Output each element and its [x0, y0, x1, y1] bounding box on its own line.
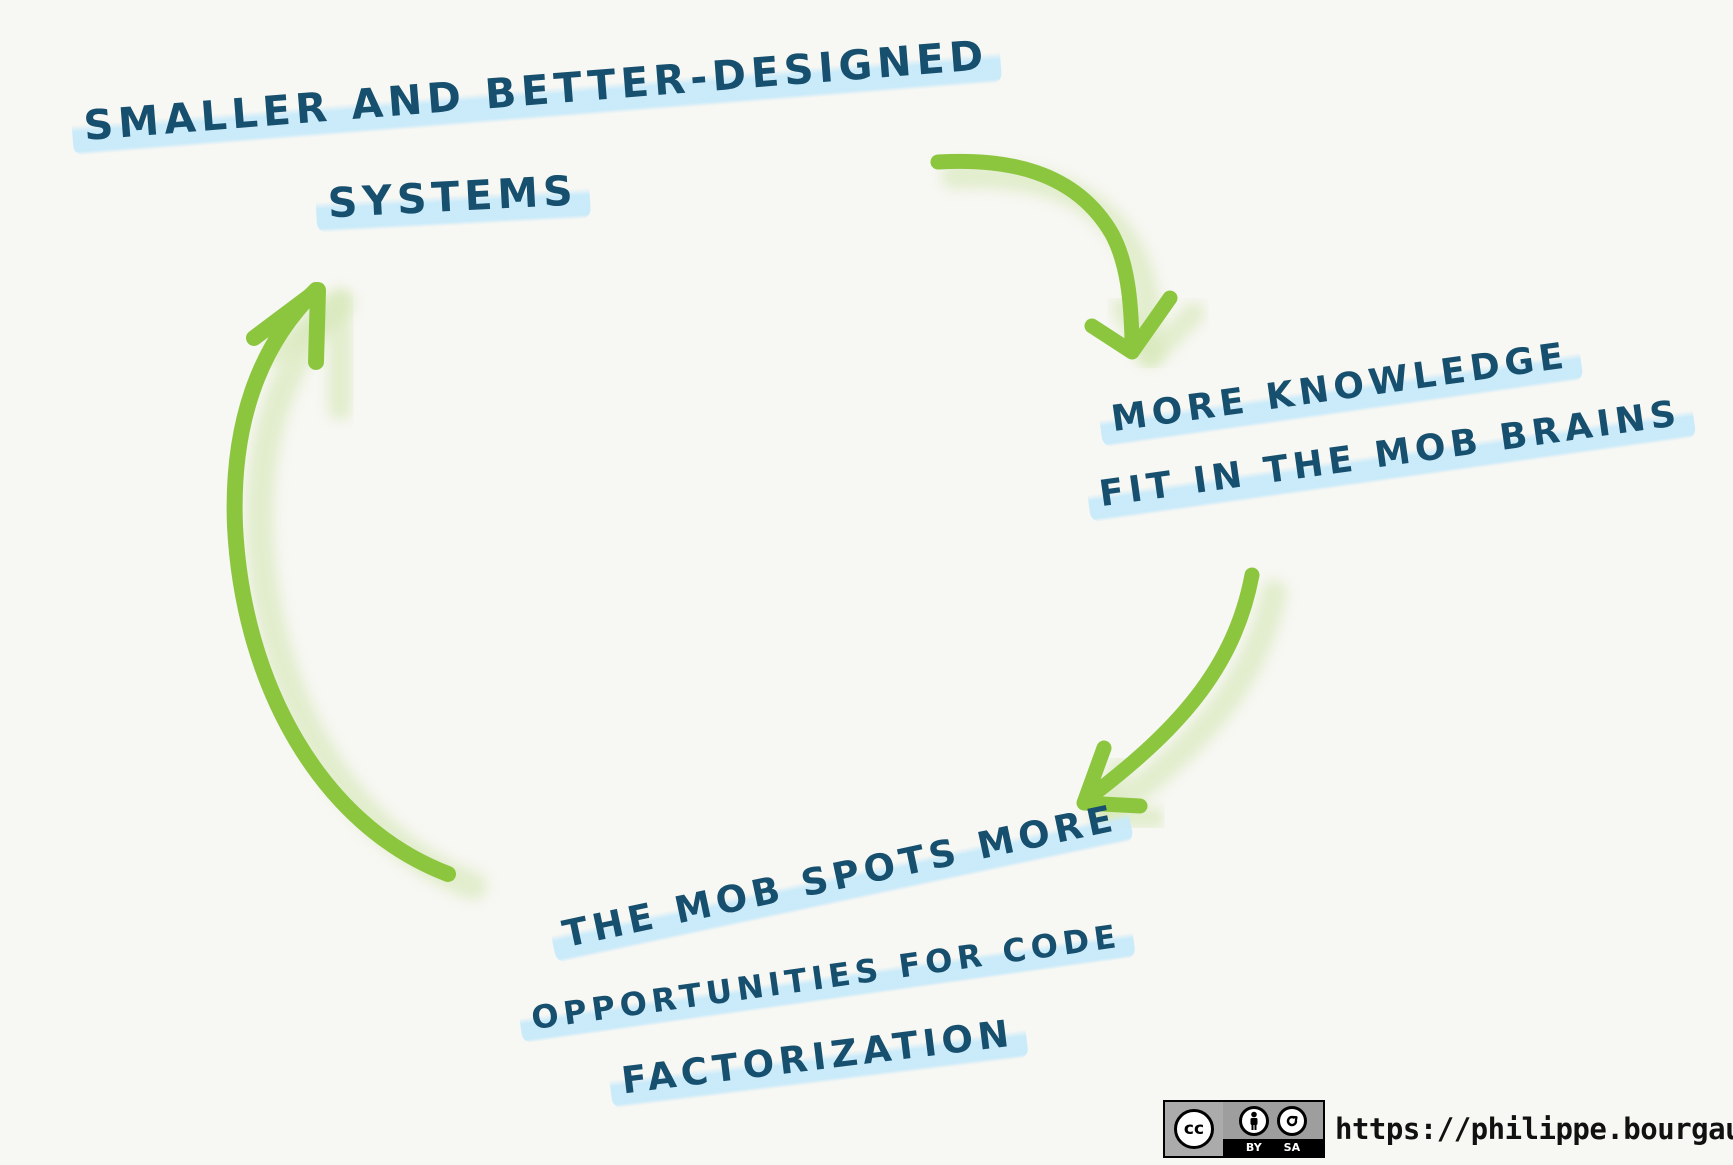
- cc-badge-right: BY SA: [1223, 1102, 1323, 1156]
- by-label: BY: [1245, 1141, 1262, 1154]
- person-icon-glyph: [1250, 1111, 1258, 1130]
- person-icon: [1239, 1106, 1269, 1136]
- cc-badge-left: cc: [1165, 1102, 1223, 1156]
- cc-badge-label-strip: BY SA: [1223, 1139, 1323, 1156]
- license-footer: cc: [1163, 1100, 1733, 1158]
- cc-icon: cc: [1174, 1109, 1214, 1149]
- arrow-to-knowledge: [930, 153, 1205, 369]
- share-alike-icon: [1277, 1106, 1307, 1136]
- arrow-to-factorization: [1076, 567, 1287, 829]
- cc-by-sa-badge[interactable]: cc: [1163, 1100, 1325, 1158]
- arrow-to-smaller-systems: [226, 282, 487, 900]
- share-alike-icon-glyph: [1286, 1115, 1298, 1127]
- cc-badge-icons: [1223, 1102, 1323, 1136]
- website-link[interactable]: https://philippe.bourgau.net: [1335, 1112, 1733, 1146]
- sa-label: SA: [1283, 1141, 1301, 1154]
